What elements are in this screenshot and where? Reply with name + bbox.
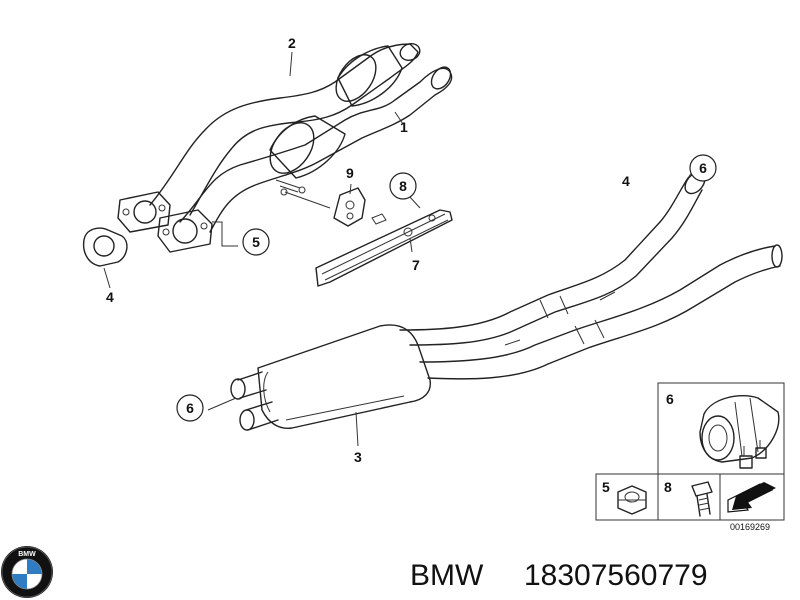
callout-6-pipe: 6 <box>699 160 707 176</box>
hardware-inset: 6 5 8 00169269 <box>595 382 785 532</box>
front-pipe-assembly <box>149 43 453 233</box>
inset-label-6: 6 <box>666 391 674 407</box>
callout-4-rear: 4 <box>622 173 630 189</box>
callout-4-gasket: 4 <box>106 289 114 305</box>
callout-6-front-circle <box>176 394 204 422</box>
callout-1: 1 <box>400 119 408 135</box>
inset-frame-hardware <box>595 473 785 521</box>
bmw-logo: BMW <box>1 546 53 598</box>
clamp-icon <box>699 395 780 469</box>
callout-5-circle <box>242 228 270 256</box>
callout-8-circle <box>389 172 417 200</box>
callout-8: 8 <box>399 178 407 194</box>
callout-5: 5 <box>252 234 260 250</box>
gasket <box>82 227 128 267</box>
mounting-bracket <box>315 209 453 287</box>
callout-labels: 1 2 3 4 4 7 9 5 6 6 8 <box>106 35 717 465</box>
center-muffler-pipe <box>230 171 783 431</box>
inset-label-5: 5 <box>602 479 610 495</box>
bmw-logo-letters: BMW <box>18 551 36 558</box>
direction-arrow-icon <box>727 482 776 513</box>
inset-label-8: 8 <box>664 479 672 495</box>
callout-3: 3 <box>354 449 362 465</box>
nut-icon <box>617 485 647 515</box>
callout-2: 2 <box>288 35 296 51</box>
callout-7: 7 <box>412 257 420 273</box>
callout-9: 9 <box>346 165 354 181</box>
callout-6-pipe-circle <box>689 154 717 182</box>
part-caption: BMW 18307560779 <box>410 559 708 592</box>
leader-lines <box>103 51 693 447</box>
caption-part-number: 18307560779 <box>524 559 708 592</box>
rubber-mount <box>280 187 366 227</box>
diagram-reference-code: 00169269 <box>730 522 770 532</box>
bolt-icon <box>691 481 713 517</box>
caption-brand: BMW <box>410 559 484 592</box>
callout-6-front: 6 <box>186 400 194 416</box>
manifold-flanges <box>117 191 213 253</box>
